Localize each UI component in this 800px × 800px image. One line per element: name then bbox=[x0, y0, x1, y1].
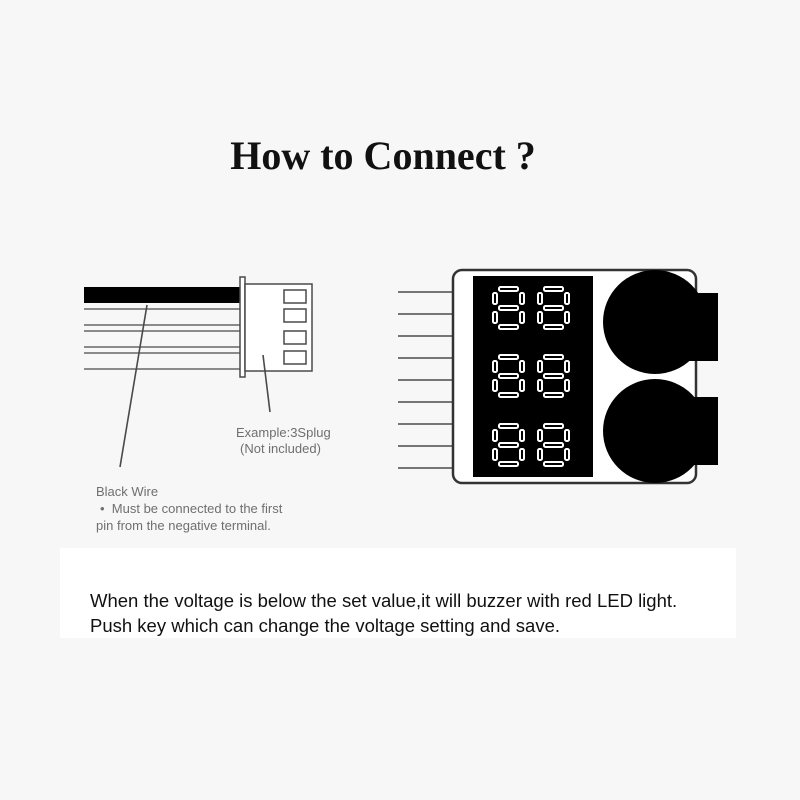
digit-segment bbox=[498, 324, 519, 330]
digit-segment bbox=[543, 423, 564, 429]
buzzer-bottom bbox=[603, 379, 718, 483]
digit-segment bbox=[543, 286, 564, 292]
plug-not-included-label: (Not included) bbox=[240, 441, 321, 456]
black-wire-note-line-2: pin from the negative terminal. bbox=[96, 518, 271, 533]
digit-segment bbox=[492, 292, 498, 305]
digit-segment bbox=[519, 360, 525, 373]
plug-pin-4 bbox=[283, 350, 307, 365]
wire-harness bbox=[84, 287, 242, 370]
digit-segment bbox=[564, 292, 570, 305]
digit-segment bbox=[492, 429, 498, 442]
seven-segment-digit bbox=[492, 423, 525, 467]
digit-segment bbox=[543, 324, 564, 330]
plug-pin-2 bbox=[283, 308, 307, 323]
digit-segment bbox=[543, 305, 564, 311]
digit-segment bbox=[564, 379, 570, 392]
digit-segment bbox=[498, 442, 519, 448]
digit-segment bbox=[519, 379, 525, 392]
plug-example-label: Example:3Splug bbox=[236, 425, 331, 440]
digit-segment bbox=[498, 305, 519, 311]
digit-segment bbox=[498, 423, 519, 429]
digit-segment bbox=[498, 373, 519, 379]
digit-segment bbox=[498, 286, 519, 292]
digit-segment bbox=[537, 429, 543, 442]
description-line-2: Push key which can change the voltage se… bbox=[90, 615, 560, 636]
digit-segment bbox=[492, 448, 498, 461]
digit-segment bbox=[564, 311, 570, 324]
digit-segment bbox=[498, 354, 519, 360]
digit-segment bbox=[543, 442, 564, 448]
digit-segment bbox=[498, 392, 519, 398]
seven-segment-digit bbox=[537, 354, 570, 398]
digit-segment bbox=[519, 292, 525, 305]
seven-segment-digit bbox=[492, 286, 525, 330]
digit-segment bbox=[543, 461, 564, 467]
plug-leader-line bbox=[262, 354, 271, 413]
digit-segment bbox=[519, 311, 525, 324]
black-wire bbox=[84, 287, 242, 303]
digit-segment bbox=[519, 448, 525, 461]
buzzer-bottom-disc bbox=[603, 379, 707, 483]
description-panel bbox=[60, 548, 736, 638]
digit-segment bbox=[537, 311, 543, 324]
plug-pin-3 bbox=[283, 330, 307, 345]
digit-segment bbox=[492, 360, 498, 373]
digit-segment bbox=[537, 360, 543, 373]
digit-segment bbox=[543, 354, 564, 360]
digit-segment bbox=[492, 379, 498, 392]
seven-segment-digit bbox=[537, 286, 570, 330]
black-wire-note-line-1: • Must be connected to the first bbox=[100, 501, 282, 517]
digit-segment bbox=[543, 373, 564, 379]
digit-segment bbox=[543, 392, 564, 398]
plug-pin-1 bbox=[283, 289, 307, 304]
black-wire-leader-line bbox=[119, 304, 148, 468]
display-digits bbox=[492, 286, 570, 467]
digit-segment bbox=[537, 379, 543, 392]
digit-segment bbox=[537, 292, 543, 305]
digit-segment bbox=[564, 429, 570, 442]
device-pins bbox=[398, 291, 455, 469]
plug-connector bbox=[239, 276, 313, 378]
description-line-1: When the voltage is below the set value,… bbox=[90, 590, 678, 611]
digit-segment bbox=[564, 360, 570, 373]
digit-segment bbox=[492, 311, 498, 324]
digit-segment bbox=[537, 448, 543, 461]
black-wire-label: Black Wire bbox=[96, 484, 159, 499]
digit-segment bbox=[519, 429, 525, 442]
black-wire-note-text-1: Must be connected to the first bbox=[111, 501, 283, 516]
bullet-icon: • bbox=[100, 501, 105, 516]
buzzer-top bbox=[603, 270, 718, 374]
seven-segment-display bbox=[473, 276, 593, 477]
digit-segment bbox=[564, 448, 570, 461]
digit-segment bbox=[498, 461, 519, 467]
page-title: How to Connect ? bbox=[230, 133, 536, 178]
seven-segment-digit bbox=[492, 354, 525, 398]
seven-segment-digit bbox=[537, 423, 570, 467]
buzzer-top-disc bbox=[603, 270, 707, 374]
plug-body bbox=[244, 283, 313, 372]
